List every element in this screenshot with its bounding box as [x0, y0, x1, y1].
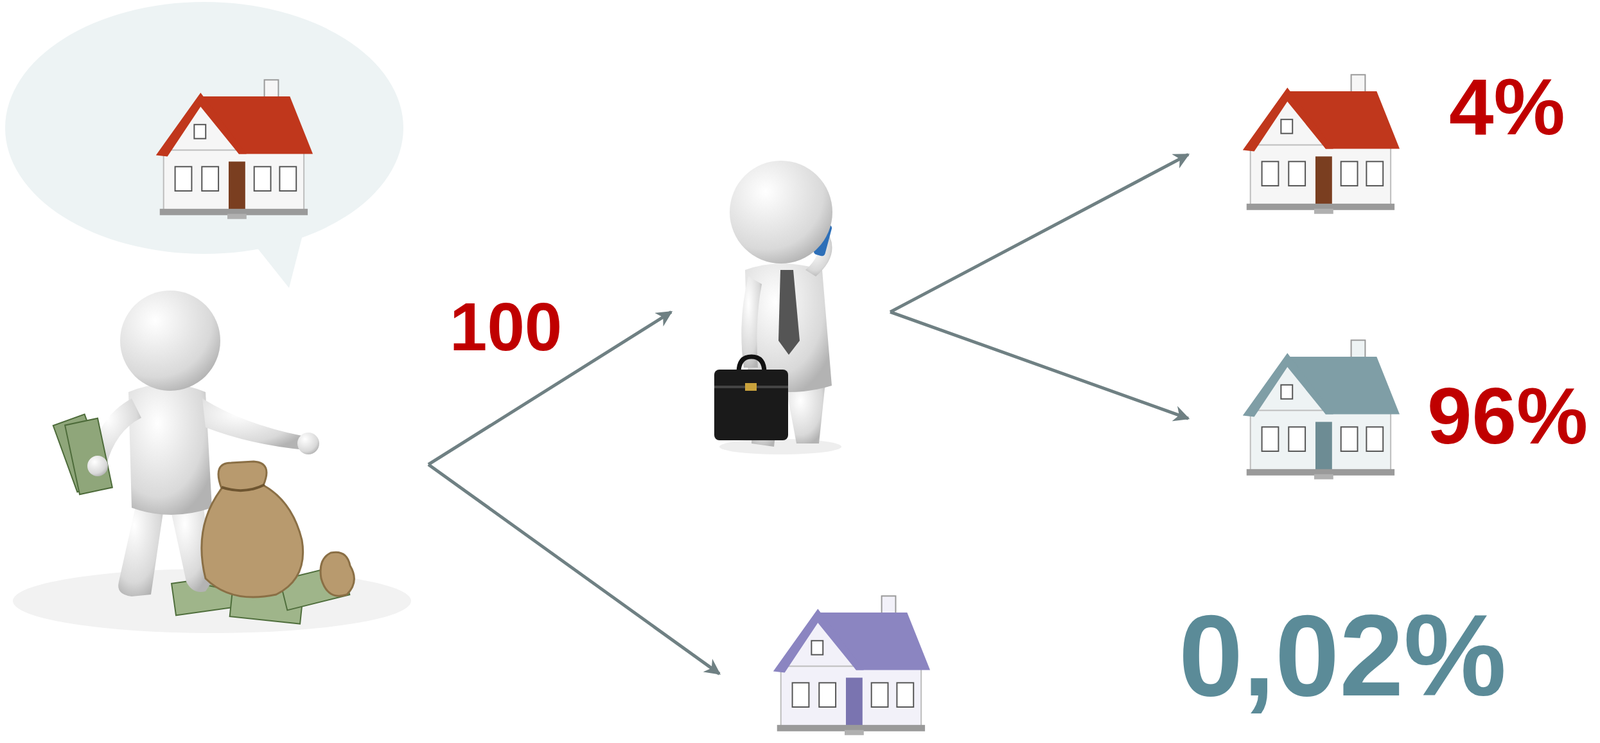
- broker-node: [671, 163, 891, 449]
- house-node: 4%: [1188, 71, 1407, 220]
- flow-arrow: [890, 311, 1189, 419]
- flow-arrow: [428, 464, 720, 674]
- speech-bubble: [5, 1, 404, 288]
- purple-house: [773, 595, 931, 735]
- broker-illustration: [714, 160, 842, 455]
- house-node: 96%: [1188, 336, 1407, 485]
- flow-arrow: [890, 154, 1189, 312]
- percentage-label: 96%: [1427, 375, 1588, 456]
- percentage-label: 4%: [1449, 66, 1566, 147]
- red-house: [1242, 74, 1400, 214]
- amount-label: 100: [449, 292, 563, 361]
- bubble-house: [156, 79, 313, 219]
- gray-house: [1242, 339, 1400, 479]
- percentage-label: 0,02%: [1178, 597, 1507, 713]
- investor-illustration: [12, 290, 412, 633]
- house-node: 0,02%: [719, 592, 934, 743]
- investor-node: [20, 290, 429, 633]
